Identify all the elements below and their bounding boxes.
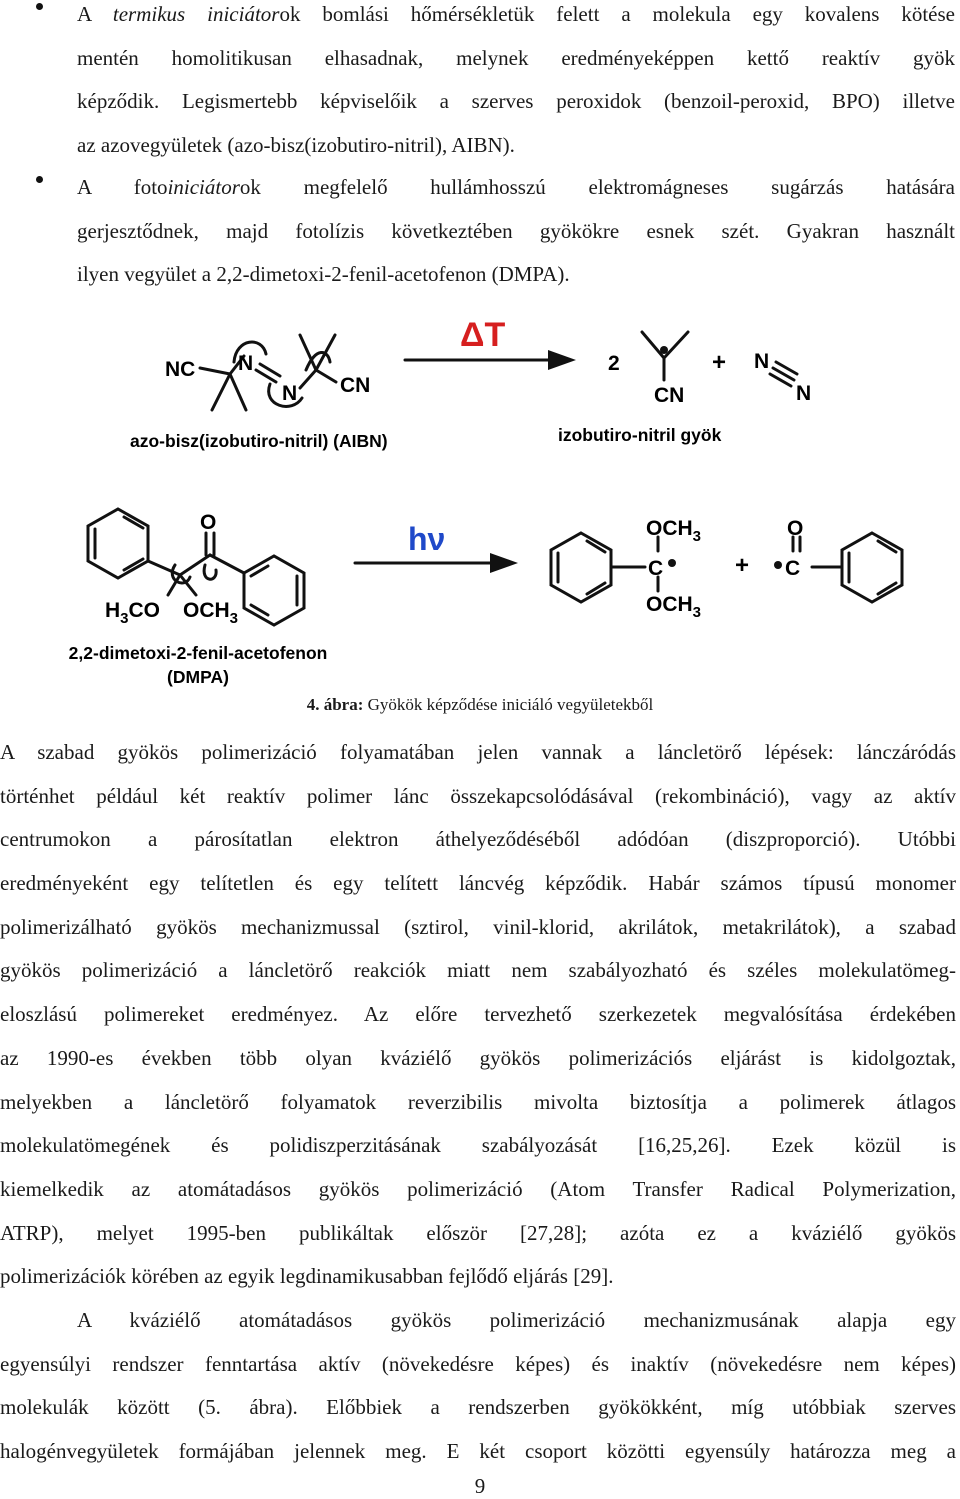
text-line: eloszlású polimereket eredményez. Az elő… — [0, 1002, 956, 1027]
radical-dot-icon — [660, 346, 668, 354]
figure-caption-text: Gyökök képződése iniciáló vegyületekből — [363, 695, 654, 714]
text-line: polimerizálható gyökös mechanizmussal (s… — [0, 914, 956, 939]
methoxy-group: OCH3 — [646, 593, 701, 621]
text-line: melyekben a láncletörő folyamatok reverz… — [0, 1089, 956, 1114]
bullet-line: mentén homolitikusan elhasadnak, melynek… — [77, 45, 955, 70]
atom-c: C — [785, 557, 800, 580]
bullet-thermal-initiators: A termikus iniciátorok bomlási hőmérsékl… — [0, 0, 955, 167]
atom-nc: NC — [165, 358, 195, 381]
heat-arrow-label: ΔT — [460, 316, 505, 354]
page-number: 9 — [474, 1474, 486, 1498]
emphasis: termikus iniciátor — [112, 2, 280, 26]
paragraph-atrp-mechanism: A kváziélő atomátadásos gyökös polimeriz… — [0, 1299, 956, 1474]
radical-dot-icon — [668, 559, 676, 567]
bullet-line: ilyen vegyület a 2,2-dimetoxi-2-fenil-ac… — [77, 262, 570, 286]
atom-c: C — [648, 557, 663, 580]
radical-dot-icon — [774, 561, 782, 569]
bullet-dot-icon — [36, 176, 43, 183]
text-line: A kváziélő atomátadásos gyökös polimeriz… — [77, 1308, 956, 1332]
bullet-text: A fotoiniciátorok megfelelő hullámhosszú… — [77, 166, 955, 297]
text-line: polimerizációk körében az egyik legdinam… — [0, 1264, 614, 1289]
figure-caption: 4. ábra: Gyökök képződése iniciáló vegyü… — [0, 693, 960, 717]
text-line: A szabad gyökös polimerizáció folyamatáb… — [0, 740, 956, 764]
bullet-line: A termikus iniciátorok bomlási hőmérsékl… — [77, 2, 955, 26]
atom-n: N — [754, 350, 769, 373]
methoxy-group: OCH3 — [646, 517, 701, 545]
aibn-label: azo-bisz(izobutiro-nitril) (AIBN) — [130, 431, 388, 451]
text-line: kiemelkedik az atomátadásos gyökös polim… — [0, 1176, 956, 1201]
bullet-line: képződik. Legismertebb képviselőik a sze… — [77, 89, 955, 113]
dmpa-photolysis-scheme: O H3CO OCH3 hν OCH3 C OCH3 + O C 2,2-dim… — [0, 495, 960, 695]
bullet-line: A fotoiniciátorok megfelelő hullámhosszú… — [77, 175, 955, 199]
bullet-dot-icon — [36, 3, 43, 10]
text-line: gyökös polimerizáció a láncletörő reakci… — [0, 958, 956, 983]
text-line: centrumokon a párosítatlan elektron áthe… — [0, 827, 956, 852]
emphasis: iniciátor — [167, 175, 240, 199]
atom-n: N — [282, 382, 297, 405]
radical-label: izobutiro-nitril gyök — [558, 425, 722, 445]
arrow-head-icon — [490, 553, 518, 573]
dmpa-scheme-graphic: O H3CO OCH3 hν OCH3 C OCH3 + O C 2,2-dim… — [69, 507, 904, 687]
methoxy-group: OCH3 — [183, 599, 238, 627]
atom-n: N — [238, 352, 253, 375]
aibn-decomposition-scheme: NC N N CN ΔT 2 CN + N N azo-bisz(izobuti… — [0, 310, 960, 460]
atom-n: N — [796, 382, 811, 405]
text-line: ATRP), melyet 1995-ben publikáltak elősz… — [0, 1220, 956, 1245]
bullet-photoinitiators: A fotoiniciátorok megfelelő hullámhosszú… — [0, 166, 955, 297]
text-line: molekulák között (5. ábra). Előbbiek a r… — [0, 1395, 956, 1420]
dmpa-label: 2,2-dimetoxi-2-fenil-acetofenon — [69, 643, 328, 663]
atom-cn: CN — [654, 384, 684, 407]
dmpa-label-abbrev: (DMPA) — [167, 667, 229, 687]
coefficient: 2 — [608, 352, 620, 375]
atom-o: O — [787, 517, 803, 540]
arrow-head-icon — [548, 350, 576, 370]
plus-sign: + — [712, 349, 726, 376]
text-line: történhet például két reaktív polimer lá… — [0, 783, 956, 808]
bullet-line: az azovegyületek (azo-bisz(izobutiro-nit… — [77, 132, 515, 157]
aibn-scheme-graphic: NC N N CN ΔT 2 CN + N N azo-bisz(izobuti… — [130, 316, 811, 451]
figure-caption-label: 4. ábra: — [306, 695, 364, 714]
text-line: az 1990-es években több olyan kváziélő g… — [0, 1045, 956, 1070]
paragraph-termination: A szabad gyökös polimerizáció folyamatáb… — [0, 731, 956, 1299]
text-line: egyensúlyi rendszer fenntartása aktív (n… — [0, 1351, 956, 1376]
atom-o: O — [200, 511, 216, 534]
bullet-line: gerjesztődnek, majd fotolízis következté… — [77, 218, 955, 243]
text-line: eredményeként egy telítetlen és egy telí… — [0, 871, 956, 896]
atom-cn: CN — [340, 374, 370, 397]
text-line: halogénvegyületek formájában jelennek me… — [0, 1439, 956, 1464]
plus-sign: + — [735, 552, 749, 579]
light-arrow-label: hν — [408, 521, 445, 557]
methoxy-group: H3CO — [105, 599, 160, 627]
bullet-text: A termikus iniciátorok bomlási hőmérsékl… — [77, 0, 955, 167]
text-line: molekulatömegének és polidiszperzitásána… — [0, 1133, 956, 1158]
